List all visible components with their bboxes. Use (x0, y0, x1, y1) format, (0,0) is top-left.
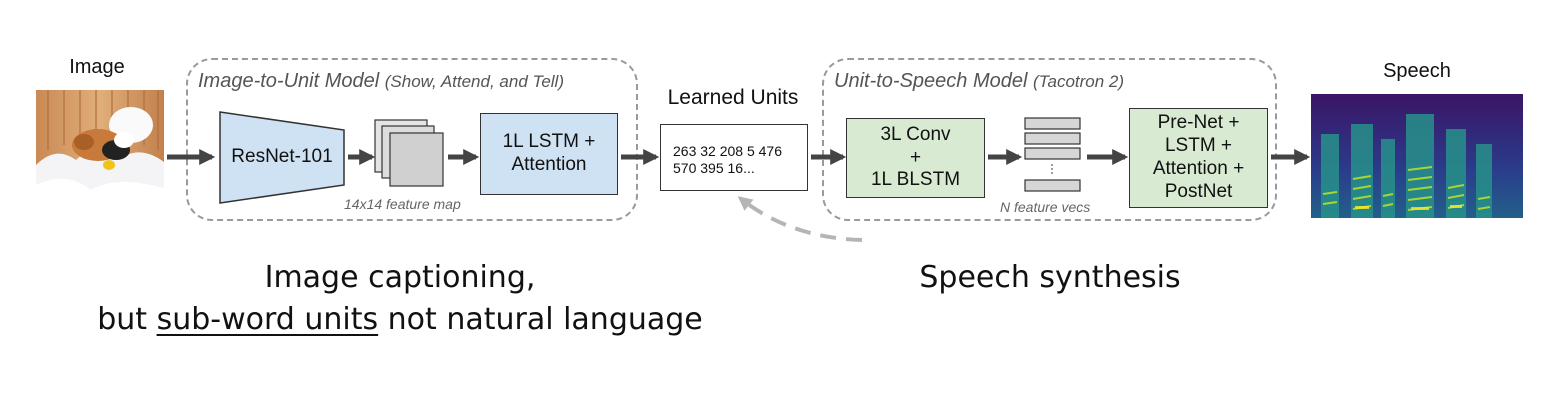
spectrogram (1311, 94, 1523, 218)
resnet-label: ResNet-101 (231, 146, 333, 167)
prenet-postnet-block: Pre-Net + LSTM + Attention + PostNet (1129, 108, 1268, 208)
feature-vecs-caption: N feature vecs (1000, 199, 1091, 215)
feature-map-caption: 14x14 feature map (344, 196, 461, 212)
image-to-unit-subtitle: (Show, Attend, and Tell) (384, 72, 564, 91)
learned-units-label: Learned Units (667, 86, 799, 109)
lstm-attention-block: 1L LSTM + Attention (480, 113, 618, 195)
units-line-2: 570 395 16... (673, 160, 755, 176)
input-image (36, 90, 164, 217)
image-to-unit-title: Image-to-Unit Model (Show, Attend, and T… (198, 70, 564, 92)
feature-vecs-stack (1023, 116, 1083, 196)
resnet-block (218, 110, 346, 205)
captioning-line-1: Image captioning, (264, 260, 536, 295)
learned-units-box (660, 124, 808, 191)
synthesis-description: Speech synthesis (919, 260, 1181, 295)
image-to-unit-group (186, 58, 638, 221)
conv-blstm-block: 3L Conv + 1L BLSTM (846, 118, 985, 198)
unit-to-speech-subtitle: (Tacotron 2) (1033, 72, 1125, 91)
feature-map-stack (374, 118, 446, 188)
captioning-description: Image captioning, but sub-word units not… (40, 257, 760, 341)
image-label: Image (69, 56, 125, 78)
unit-to-speech-title: Unit-to-Speech Model (Tacotron 2) (834, 70, 1125, 92)
sub-word-units-emphasis: sub-word units (156, 302, 379, 337)
unit-to-speech-group (822, 58, 1277, 221)
units-line-1: 263 32 208 5 476 (673, 143, 782, 159)
captioning-line-2: but sub-word units not natural language (97, 302, 703, 337)
speech-label: Speech (1383, 60, 1451, 82)
